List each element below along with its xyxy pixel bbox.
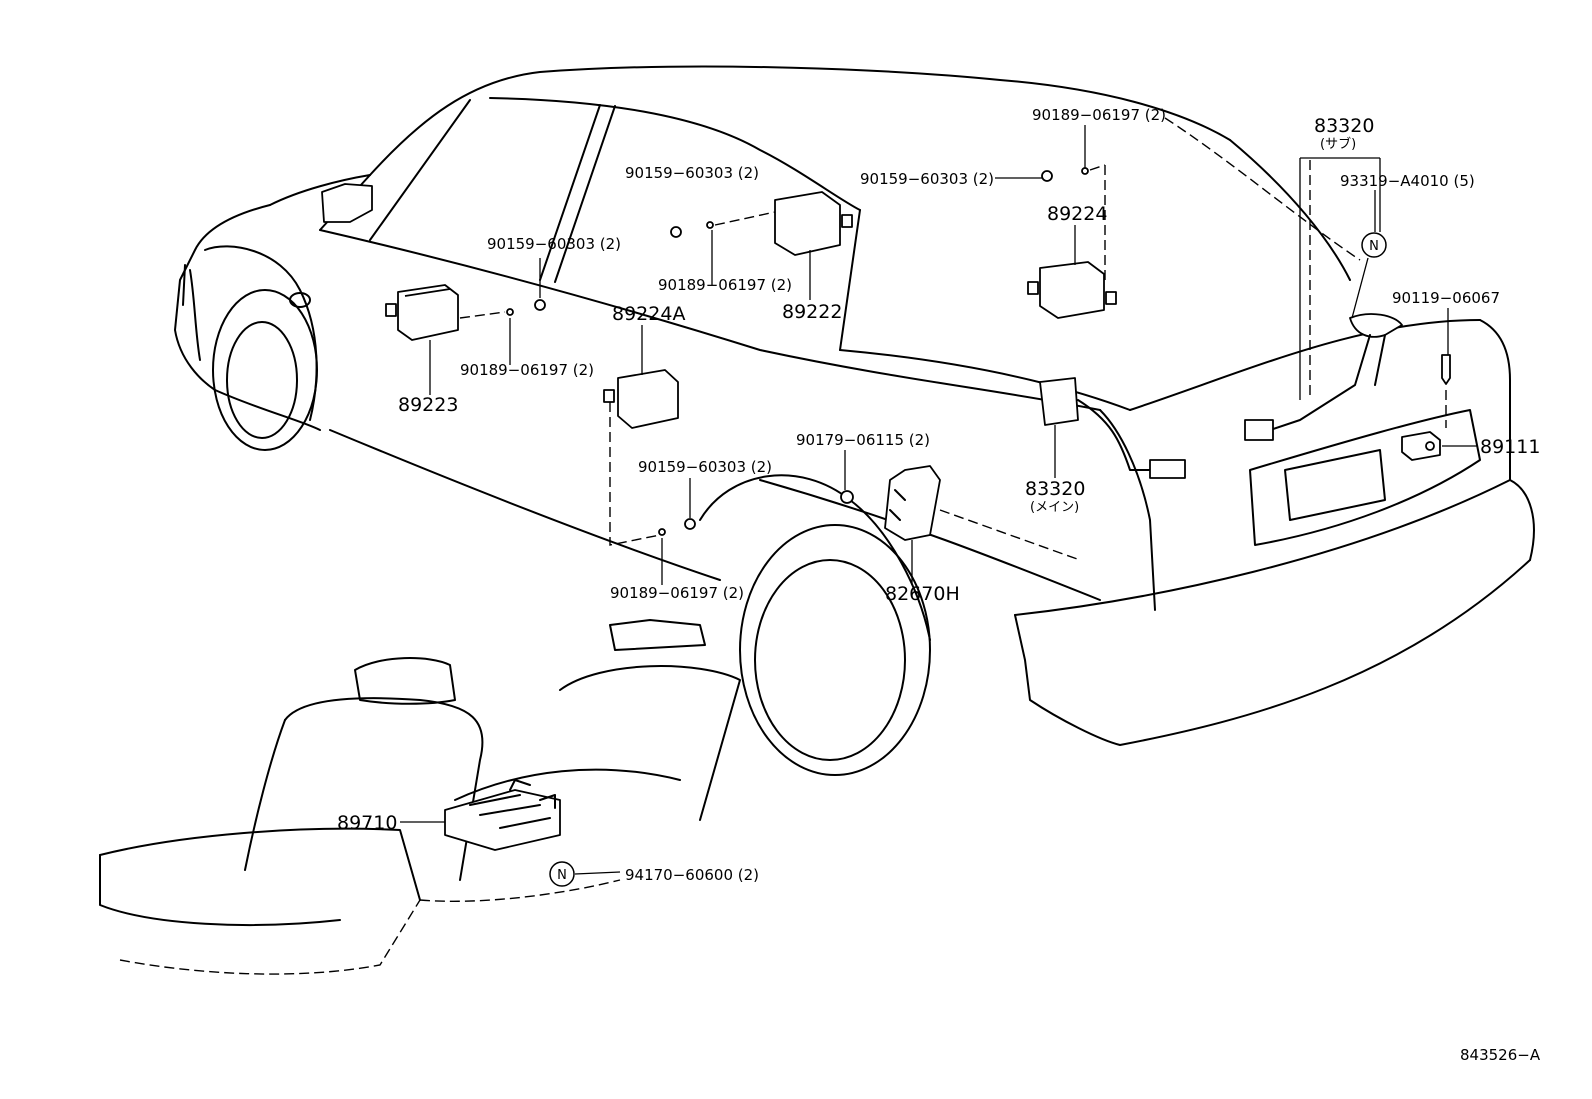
n-marker-lower: N: [549, 861, 575, 887]
leader-lines: [400, 125, 1478, 875]
label-90189-06197-low: 90189−06197 (2): [610, 584, 744, 602]
part-83320-sub-sensor: [1244, 313, 1403, 441]
label-93319-a4010: 93319−A4010 (5): [1340, 172, 1475, 190]
fasteners: [506, 167, 1451, 536]
label-90119-06067: 90119−06067: [1392, 289, 1500, 307]
label-89224: 89224: [1047, 203, 1107, 225]
part-89224A-module: [603, 369, 679, 429]
label-89223: 89223: [398, 394, 458, 416]
label-89111: 89111: [1480, 436, 1540, 458]
label-89222: 89222: [782, 301, 842, 323]
part-82670H-relay-block: [884, 465, 941, 541]
n-marker-upper: N: [1361, 232, 1387, 258]
svg-text:N: N: [557, 868, 567, 883]
label-90189-06197-left: 90189−06197 (2): [460, 361, 594, 379]
part-89111-receiver: [1401, 431, 1441, 461]
part-89224-module: [1027, 261, 1117, 319]
label-90159-60303-mid: 90159−60303 (2): [625, 164, 759, 182]
part-83320-main-sensor: [1039, 377, 1186, 479]
label-90189-06197-top: 90189−06197 (2): [1032, 106, 1166, 124]
dashed-position-lines: [459, 160, 1447, 546]
svg-text:N: N: [1369, 239, 1379, 254]
drawing-number: 843526−A: [1460, 1046, 1541, 1064]
label-90179-06115: 90179−06115 (2): [796, 431, 930, 449]
rear-seats-outline: [99, 619, 741, 975]
label-90189-06197-mid: 90189−06197 (2): [658, 276, 792, 294]
label-89224a: 89224A: [612, 303, 685, 325]
label-90159-60303-top: 90159−60303 (2): [860, 170, 994, 188]
label-90159-60303-low: 90159−60303 (2): [638, 458, 772, 476]
label-94170-60600: 94170−60600 (2): [625, 866, 759, 884]
part-89710-ecu: [444, 779, 561, 851]
label-89710: 89710: [337, 812, 397, 834]
car-body-outline: [174, 65, 1535, 776]
label-83320-sub: 83320: [1314, 115, 1374, 137]
label-83320-sub-jp: (サブ): [1320, 136, 1356, 152]
label-82670h: 82670H: [885, 583, 960, 605]
part-89223-module: [385, 284, 459, 341]
part-89222-module: [774, 191, 853, 256]
label-83320-main: 83320: [1025, 478, 1085, 500]
label-83320-main-jp: (メイン): [1030, 500, 1079, 515]
label-90159-60303-left: 90159−60303 (2): [487, 235, 621, 253]
